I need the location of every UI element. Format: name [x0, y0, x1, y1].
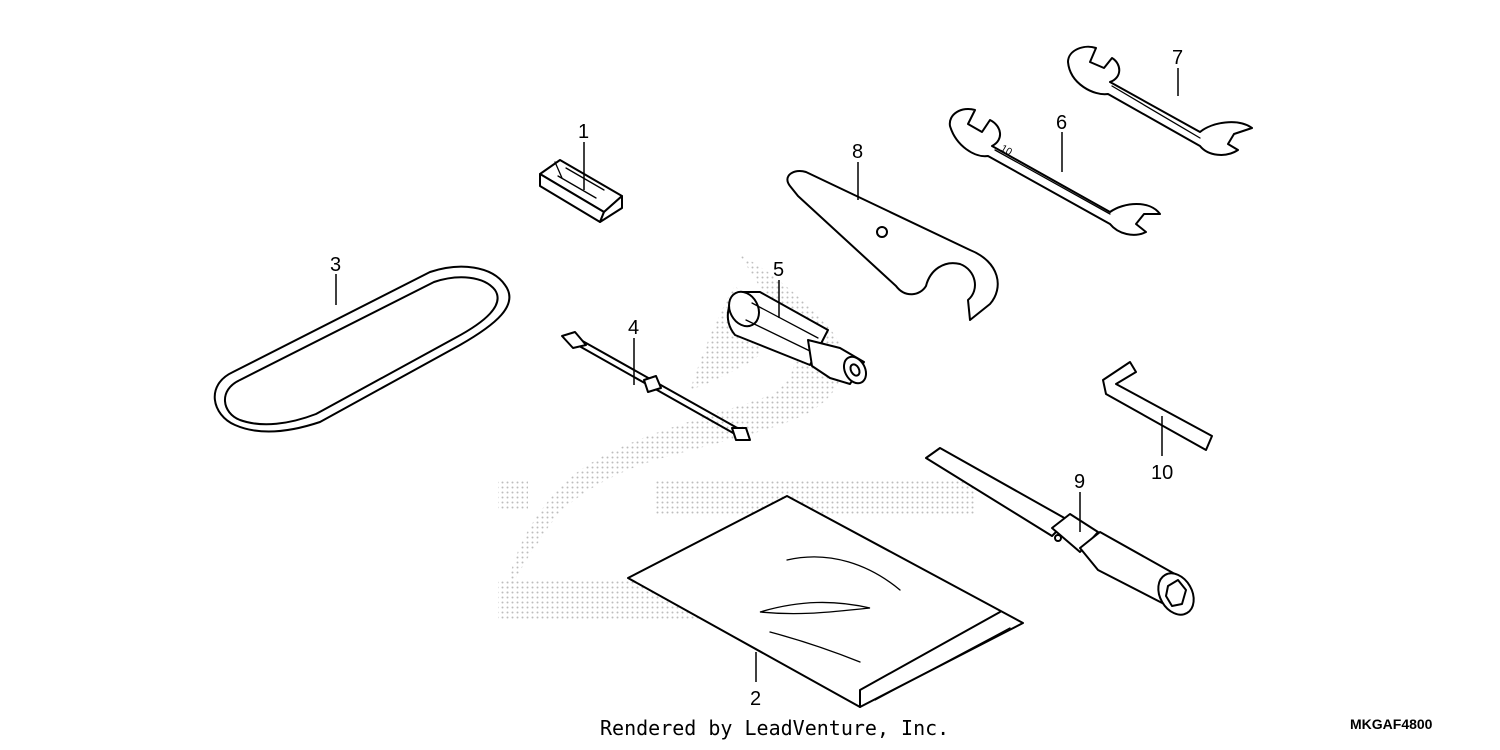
callout-6[interactable]: 6 — [1056, 112, 1067, 134]
callout-2[interactable]: 2 — [750, 688, 761, 710]
part-8-pin-spanner[interactable] — [786, 162, 999, 321]
render-credit: Rendered by LeadVenture, Inc. — [600, 716, 950, 740]
part-5-screwdriver-grip[interactable] — [723, 280, 870, 387]
diagram-code: MKGAF4800 — [1350, 716, 1433, 732]
callout-7[interactable]: 7 — [1172, 47, 1183, 69]
callout-1[interactable]: 1 — [578, 121, 589, 143]
callout-3[interactable]: 3 — [330, 254, 341, 276]
callout-5[interactable]: 5 — [773, 259, 784, 281]
callout-9[interactable]: 9 — [1074, 471, 1085, 493]
callout-4[interactable]: 4 — [628, 317, 639, 339]
part-9-plug-wrench[interactable] — [925, 447, 1201, 621]
part-6-wrench[interactable]: 10 — [948, 108, 1161, 236]
part-10-hex-key[interactable] — [1102, 361, 1213, 456]
part-1-clip[interactable] — [539, 142, 623, 223]
part-3-band[interactable] — [213, 265, 511, 433]
callout-10[interactable]: 10 — [1151, 462, 1173, 484]
part-7-wrench[interactable] — [1067, 45, 1253, 156]
part-4-screwdriver[interactable] — [561, 331, 751, 441]
wrench-size-mark: 10 — [999, 143, 1015, 158]
part-2-owners-manual[interactable] — [627, 495, 1024, 708]
callout-8[interactable]: 8 — [852, 141, 863, 163]
